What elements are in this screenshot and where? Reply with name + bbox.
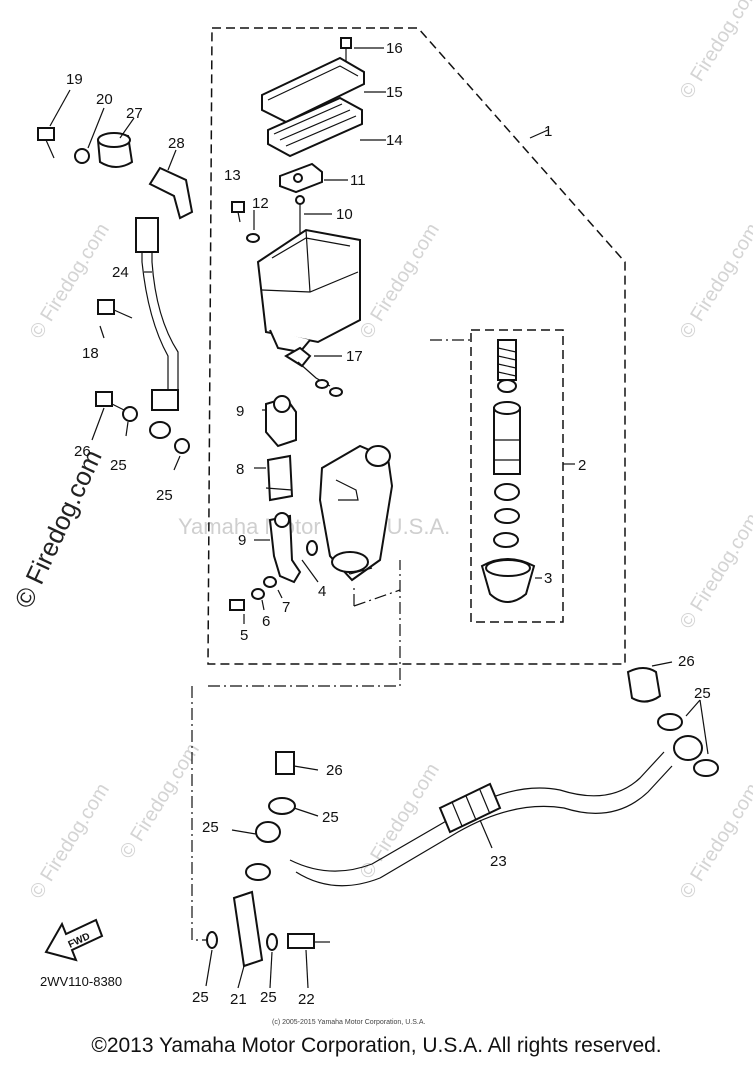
callout-22: 22 <box>298 991 315 1008</box>
callout-26-c: 26 <box>326 762 343 779</box>
assembly-outline <box>191 27 626 941</box>
callout-4: 4 <box>318 583 326 600</box>
callout-18: 18 <box>82 345 99 362</box>
callout-9b: 9 <box>238 532 246 549</box>
callout-15: 15 <box>386 84 403 101</box>
left-bolts <box>95 299 190 454</box>
callout-1: 1 <box>544 123 552 140</box>
master-cylinder <box>318 444 394 582</box>
leader-lines <box>49 47 709 989</box>
callout-labels: 1 2 3 4 5 6 7 8 9 9 10 11 12 13 14 15 16… <box>66 40 711 1008</box>
side-watermark: © Firedog.com <box>8 445 107 613</box>
hose-fittings <box>265 395 302 584</box>
watermark: © Firedog.com <box>26 780 114 903</box>
callout-24: 24 <box>112 264 129 281</box>
upper-hose <box>37 127 194 439</box>
small-copyright: (c) 2005-2015 Yamaha Motor Corporation, … <box>272 1019 425 1026</box>
callout-9a: 9 <box>236 403 244 420</box>
lower-hose <box>289 667 719 887</box>
callout-7: 7 <box>282 599 290 616</box>
callout-27: 27 <box>126 105 143 122</box>
callout-25-b: 25 <box>156 487 173 504</box>
callout-6: 6 <box>262 613 270 630</box>
small-parts-lower <box>229 540 318 611</box>
callout-25-d: 25 <box>322 809 339 826</box>
watermark: © Firedog.com <box>356 220 444 343</box>
callout-26-b: 26 <box>678 653 695 670</box>
callout-25-e: 25 <box>202 819 219 836</box>
center-watermark: Yamaha Motor Corp. U.S.A. <box>178 514 450 539</box>
callout-19: 19 <box>66 71 83 88</box>
watermark: © Firedog.com <box>676 510 753 633</box>
callout-21: 21 <box>230 991 247 1008</box>
callout-3: 3 <box>544 570 552 587</box>
fwd-arrow: FWD <box>44 918 104 962</box>
callout-16: 16 <box>386 40 403 57</box>
lower-fitting-parts <box>206 751 330 968</box>
callout-20: 20 <box>96 91 113 108</box>
callout-17: 17 <box>346 348 363 365</box>
callout-25-g: 25 <box>260 989 277 1006</box>
reservoir-body <box>256 195 361 354</box>
callout-5: 5 <box>240 627 248 644</box>
callout-25-a: 25 <box>110 457 127 474</box>
callout-25-f: 25 <box>192 989 209 1006</box>
callout-14: 14 <box>386 132 403 149</box>
callout-11: 11 <box>350 172 366 189</box>
callout-8: 8 <box>236 461 244 478</box>
reservoir-cap-assembly <box>261 37 365 194</box>
callout-12: 12 <box>252 195 269 212</box>
watermark: © Firedog.com <box>676 780 753 903</box>
callout-28: 28 <box>168 135 185 152</box>
diagram-ref-code: 2WV110-8380 <box>40 974 122 989</box>
callout-23: 23 <box>490 853 507 870</box>
watermark: © Firedog.com <box>676 220 753 343</box>
copyright-footer: ©2013 Yamaha Motor Corporation, U.S.A. A… <box>91 1034 662 1057</box>
watermark: © Firedog.com <box>26 220 114 343</box>
callout-26-a: 26 <box>74 443 91 460</box>
watermark: © Firedog.com <box>116 740 204 863</box>
brake-switch <box>284 346 343 397</box>
piston-kit <box>480 339 536 603</box>
watermark: © Firedog.com <box>676 0 753 103</box>
callout-25-c: 25 <box>694 685 711 702</box>
callout-13: 13 <box>224 167 241 184</box>
callout-10: 10 <box>336 206 353 223</box>
callout-2: 2 <box>578 457 586 474</box>
screw-washer <box>231 201 260 243</box>
watermark: © Firedog.com <box>356 760 444 883</box>
